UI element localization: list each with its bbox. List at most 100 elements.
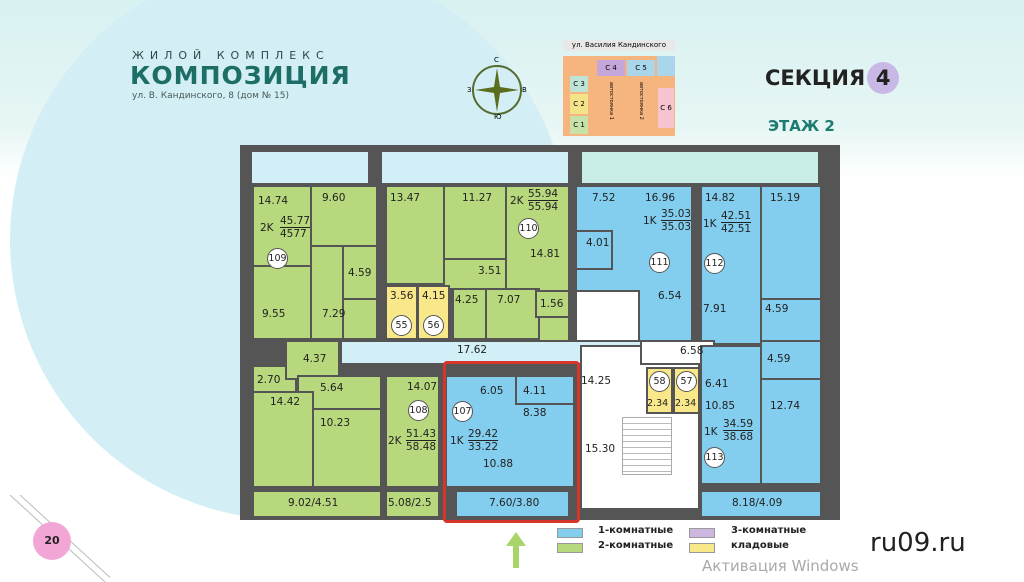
room-area: 7.29 bbox=[322, 308, 346, 320]
site-street: ул. Василия Кандинского bbox=[563, 40, 675, 51]
room-area: 14.07 bbox=[407, 381, 438, 393]
apartment-type: 1K bbox=[703, 218, 717, 230]
room-area: 4.59 bbox=[767, 353, 791, 365]
room-area: 4.11 bbox=[523, 385, 547, 397]
apartment-number: 107 bbox=[452, 401, 473, 422]
room-area: 1.56 bbox=[540, 298, 564, 310]
apartment-type: 1K bbox=[450, 435, 464, 447]
storage-area: 2.34 bbox=[675, 398, 697, 409]
apartment-number: 111 bbox=[649, 252, 670, 273]
room-area: 4.01 bbox=[586, 237, 610, 249]
apartment-type: 2K bbox=[510, 195, 524, 207]
room-area: 4.37 bbox=[303, 353, 327, 365]
legend-label: 2-комнатные bbox=[598, 540, 674, 551]
room-area: 7.52 bbox=[592, 192, 616, 204]
section-number: 4 bbox=[867, 62, 900, 94]
selected-apartment-highlight bbox=[443, 361, 580, 523]
storage-number: 57 bbox=[676, 371, 697, 392]
compass-south: Ю bbox=[494, 113, 502, 121]
storage-number: 55 bbox=[391, 315, 412, 336]
legend-swatch bbox=[557, 528, 583, 538]
site-c3: С 3 bbox=[570, 76, 588, 92]
room-area: 4.59 bbox=[765, 303, 789, 315]
stairs-area: 15.30 bbox=[585, 443, 616, 455]
room-area: 10.23 bbox=[320, 417, 351, 429]
site-c1: С 1 bbox=[570, 116, 588, 134]
room-area: 14.81 bbox=[530, 248, 561, 260]
apartment-number: 113 bbox=[704, 447, 725, 468]
balcony-area: 8.18/4.09 bbox=[732, 497, 783, 509]
windows-activation-notice: Активация Windows bbox=[702, 557, 859, 575]
storage-area: 2.34 bbox=[647, 398, 669, 409]
stairs-icon bbox=[622, 417, 672, 475]
balcony-area: 5.08/2.5 bbox=[388, 497, 432, 509]
room-area: 16.96 bbox=[645, 192, 676, 204]
room-area: 10.88 bbox=[483, 458, 514, 470]
room-area: 3.51 bbox=[478, 265, 502, 277]
room-area: 4.25 bbox=[455, 294, 479, 306]
floor-title: ЭТАЖ 2 bbox=[768, 117, 835, 135]
apartment-number: 108 bbox=[408, 400, 429, 421]
corridor-area: 17.62 bbox=[457, 344, 488, 356]
watermark-site: ru09.ru bbox=[870, 528, 966, 558]
room-area: 12.74 bbox=[770, 400, 801, 412]
room-area: 2.70 bbox=[257, 374, 281, 386]
room-area: 9.55 bbox=[262, 308, 286, 320]
page-number: 20 bbox=[33, 522, 71, 560]
apartment-number: 109 bbox=[267, 248, 288, 269]
site-parking-1: автостоянка 1 bbox=[608, 82, 614, 120]
legend-swatch bbox=[557, 543, 583, 553]
address: ул. В. Кандинского, 8 (дом № 15) bbox=[132, 91, 289, 101]
compass-east: В bbox=[522, 86, 527, 94]
site-c5: С 5 bbox=[627, 60, 655, 76]
site-parking-2: автостоянка 2 bbox=[638, 82, 644, 120]
room-area: 14.82 bbox=[705, 192, 736, 204]
room-area: 6.58 bbox=[680, 345, 704, 357]
site-plan: ул. Василия Кандинского С 3 С 2 С 1 С 4 … bbox=[555, 40, 685, 140]
apartment-type: 2K bbox=[260, 222, 274, 234]
legend-swatch bbox=[689, 528, 715, 538]
room-area: 6.05 bbox=[480, 385, 504, 397]
apartment-number: 112 bbox=[704, 253, 725, 274]
storage-number: 58 bbox=[649, 371, 670, 392]
room-area: 14.74 bbox=[258, 195, 289, 207]
room-area: 11.27 bbox=[462, 192, 493, 204]
room-area: 6.54 bbox=[658, 290, 682, 302]
site-c4: С 4 bbox=[597, 60, 625, 76]
legend-label: 3-комнатные bbox=[731, 525, 807, 536]
site-c6: С 6 bbox=[658, 88, 674, 128]
compass-north: С bbox=[494, 56, 499, 64]
complex-label: ЖИЛОЙ КОМПЛЕКС bbox=[132, 49, 330, 62]
compass-west: З bbox=[467, 86, 472, 94]
apartment-type: 1K bbox=[643, 215, 657, 227]
section-label: СЕКЦИЯ bbox=[765, 66, 866, 90]
room-area: 10.85 bbox=[705, 400, 736, 412]
storage-area: 3.56 bbox=[390, 290, 414, 302]
legend-label: 1-комнатные bbox=[598, 525, 674, 536]
storage-number: 56 bbox=[423, 315, 444, 336]
balcony-area: 7.60/3.80 bbox=[489, 497, 540, 509]
site-c2: С 2 bbox=[570, 94, 588, 114]
room-area: 4.59 bbox=[348, 267, 372, 279]
storage-area: 4.15 bbox=[422, 290, 446, 302]
room-area: 9.60 bbox=[322, 192, 346, 204]
complex-name-logo: КОМПОЗИЦИЯ bbox=[130, 61, 351, 90]
legend-label: кладовые bbox=[731, 540, 789, 551]
room-area: 6.41 bbox=[705, 378, 729, 390]
apartment-number: 110 bbox=[518, 218, 539, 239]
room-area: 8.38 bbox=[523, 407, 547, 419]
entrance-arrow-icon bbox=[504, 530, 528, 570]
room-area: 15.19 bbox=[770, 192, 801, 204]
room-area: 7.91 bbox=[703, 303, 727, 315]
room-area: 5.64 bbox=[320, 382, 344, 394]
legend-swatch bbox=[689, 543, 715, 553]
hall-area: 14.25 bbox=[581, 375, 612, 387]
